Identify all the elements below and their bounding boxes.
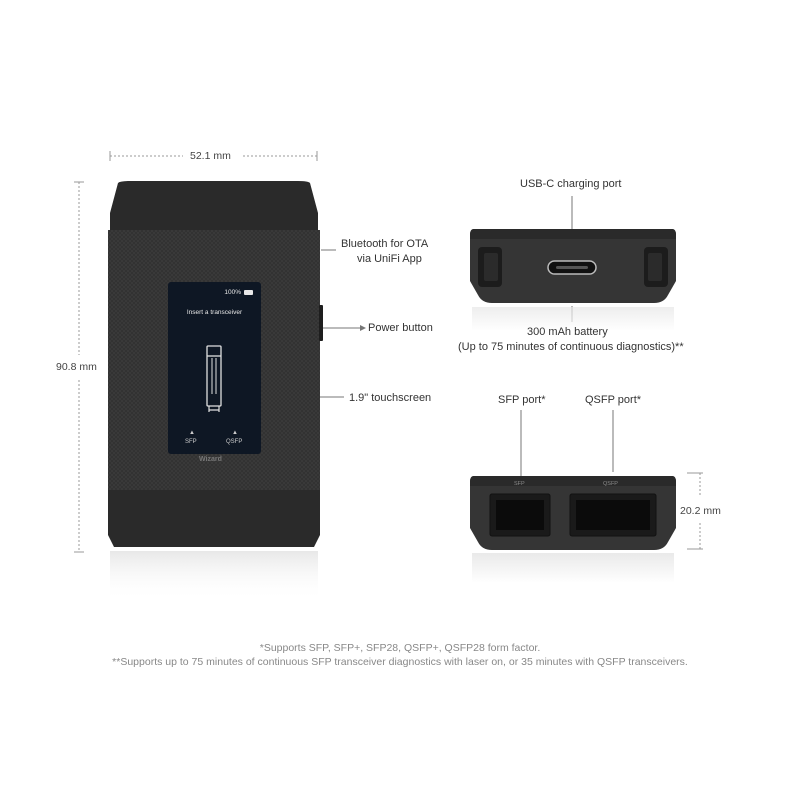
qsfp-screen-button[interactable]: QSFP [226, 439, 243, 445]
sfp-port-label: SFP port* [498, 394, 546, 406]
brand-logo: Wizard [199, 456, 222, 463]
device-bottom-view [470, 476, 676, 550]
screen-prompt: Insert a transceiver [186, 309, 243, 316]
bluetooth-sublabel: via UniFi App [357, 253, 422, 265]
qsfp-port-label: QSFP port* [585, 394, 642, 406]
sfp-screen-button[interactable]: SFP [185, 439, 197, 445]
footnote-1: *Supports SFP, SFP+, SFP28, QSFP+, QSFP2… [259, 642, 541, 654]
reflection-top-view [472, 307, 674, 331]
height-dimension: 90.8 mm [56, 361, 97, 373]
battery-sublabel: (Up to 75 minutes of continuous diagnost… [458, 341, 684, 353]
touchscreen-label: 1.9" touchscreen [349, 392, 432, 404]
touchscreen[interactable]: 100% Insert a transceiver ▲ SFP ▲ QSFP [168, 282, 261, 454]
bluetooth-label: Bluetooth for OTA [341, 238, 429, 250]
power-button-label: Power button [368, 322, 433, 334]
sfp-screen-arrow-icon: ▲ [189, 430, 195, 436]
depth-dimension: 20.2 mm [680, 505, 721, 517]
qsfp-engraving: QSFP [603, 481, 618, 487]
reflection-bottom-view [472, 553, 674, 583]
transceiver-icon [206, 345, 222, 412]
footnote-2: **Supports up to 75 minutes of continuou… [112, 656, 688, 668]
battery-icon [244, 290, 253, 295]
width-dimension: 52.1 mm [190, 150, 231, 162]
usbc-label: USB-C charging port [520, 178, 622, 190]
battery-label: 300 mAh battery [527, 326, 608, 338]
sfp-engraving: SFP [514, 481, 525, 487]
battery-percent: 100% [224, 289, 241, 296]
qsfp-screen-arrow-icon: ▲ [232, 430, 238, 436]
device-top-view [470, 229, 676, 303]
